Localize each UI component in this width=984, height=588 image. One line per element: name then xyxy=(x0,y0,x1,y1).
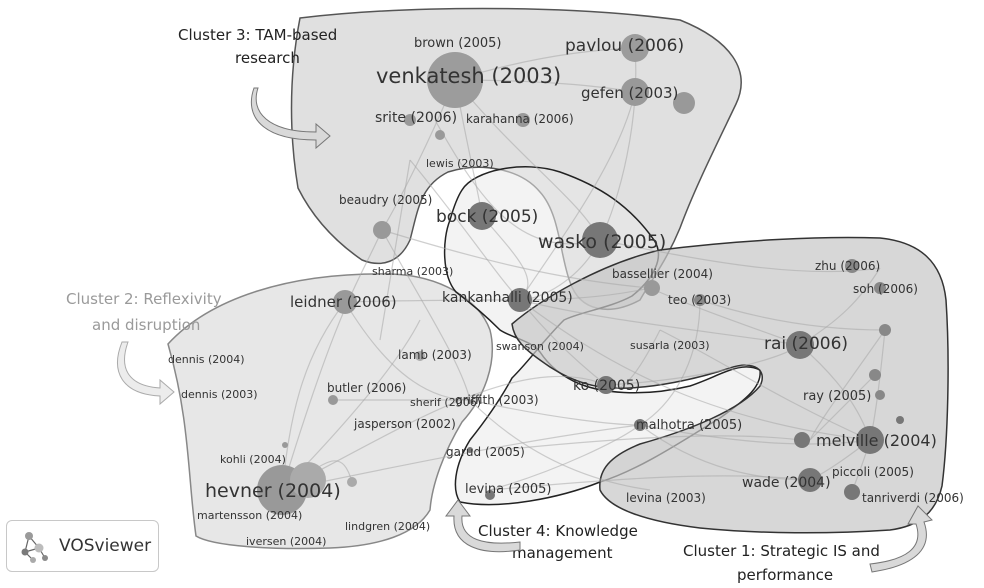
cluster-1-region xyxy=(511,236,949,534)
cluster-1-caption-line2: performance xyxy=(737,566,833,584)
node-label: levina (2003) xyxy=(626,491,706,505)
node-c1-b xyxy=(869,369,881,381)
node-bock-2005 xyxy=(468,202,496,230)
node-leidner-2006 xyxy=(333,290,357,314)
node-label: soh (2006) xyxy=(853,282,918,296)
node-labels: brown (2005) pavlou (2006) venkatesh (20… xyxy=(168,36,964,548)
node-melville-2004 xyxy=(856,426,884,454)
cluster-3-arrow xyxy=(250,87,331,150)
node-teo-2003 xyxy=(694,294,706,306)
node-label: tanriverdi (2006) xyxy=(862,491,964,505)
node-lewis-2003 xyxy=(435,130,445,140)
node-gefen-2003 xyxy=(621,78,649,106)
node-label: kohli (2004) xyxy=(220,453,286,466)
node-lindgren-2004 xyxy=(347,477,357,487)
node-label: griffith (2003) xyxy=(455,393,539,407)
cluster-2-arrow xyxy=(117,341,175,406)
node-bassellier-2004 xyxy=(644,280,660,296)
node-label: levina (2005) xyxy=(465,482,551,497)
node-label: melville (2004) xyxy=(816,431,937,450)
cluster-2-caption-line1: Cluster 2: Reflexivity xyxy=(66,290,222,308)
node-c1-c xyxy=(794,432,810,448)
node-label: pavlou (2006) xyxy=(565,36,684,56)
node-label: lamb (2003) xyxy=(398,348,472,362)
vosviewer-logo-icon xyxy=(21,532,48,563)
node-hevner-secondary xyxy=(290,462,326,498)
node-label: gefen (2003) xyxy=(581,84,678,102)
node-wasko-2005 xyxy=(582,222,618,258)
node-label: jasperson (2002) xyxy=(353,417,456,431)
cluster-pointer-arrows xyxy=(117,87,933,573)
node-c1-d xyxy=(896,416,904,424)
node-srite-2006 xyxy=(404,114,416,126)
node-label: venkatesh (2003) xyxy=(376,64,561,88)
node-lamb-2003 xyxy=(415,351,425,361)
node-kankanhalli-2005 xyxy=(508,288,532,312)
node-garud-2005 xyxy=(467,447,473,453)
cluster-4-caption-line1: Cluster 4: Knowledge xyxy=(478,522,638,540)
node-butler-2006 xyxy=(328,395,338,405)
cluster-4-caption-line2: management xyxy=(512,544,613,562)
node-label: beaudry (2005) xyxy=(339,193,432,207)
node-pavlou-2006 xyxy=(621,34,649,62)
cluster-4-arrow xyxy=(445,499,521,553)
node-label: kankanhalli (2005) xyxy=(442,290,573,306)
node-c1-a xyxy=(879,324,891,336)
node-label: piccoli (2005) xyxy=(832,465,914,479)
node-venkatesh-2003 xyxy=(427,52,483,108)
node-label: srite (2006) xyxy=(375,110,457,126)
cluster-3-caption-line1: Cluster 3: TAM-based xyxy=(178,26,337,44)
node-label: garud (2005) xyxy=(446,445,525,459)
node-karahanna-2006 xyxy=(516,113,530,127)
cluster-1-caption-line1: Cluster 1: Strategic IS and xyxy=(683,542,880,560)
node-tanriverdi-2006 xyxy=(844,484,860,500)
node-label: wasko (2005) xyxy=(538,231,666,253)
node-label: butler (2006) xyxy=(327,381,406,395)
cluster-1-arrow xyxy=(869,505,933,573)
node-label: ko (2005) xyxy=(573,378,640,394)
node-kohli-2004 xyxy=(282,442,288,448)
node-label: brown (2005) xyxy=(414,36,502,51)
node-label: dennis (2004) xyxy=(168,353,245,366)
node-malhotra-2005 xyxy=(634,419,646,431)
node-label: wade (2004) xyxy=(742,475,831,491)
node-label: malhotra (2005) xyxy=(636,418,742,433)
node-label: karahanna (2006) xyxy=(466,112,574,126)
node-soh-2006 xyxy=(874,282,886,294)
node-label: bock (2005) xyxy=(436,207,538,227)
node-label: teo (2003) xyxy=(668,293,731,307)
node-ko-2005 xyxy=(597,376,615,394)
node-levina-2005 xyxy=(485,490,495,500)
node-zhu-2006 xyxy=(845,259,859,273)
node-gefen-secondary xyxy=(673,92,695,114)
node-label: leidner (2006) xyxy=(290,293,397,311)
node-label: hevner (2004) xyxy=(205,480,341,502)
node-label: swanson (2004) xyxy=(496,340,584,353)
node-label: rai (2006) xyxy=(764,334,848,354)
node-ray-2005 xyxy=(875,390,885,400)
node-label: lewis (2003) xyxy=(426,157,494,170)
network-nodes xyxy=(257,34,904,515)
cluster-3-caption-line2: research xyxy=(235,49,300,67)
node-label: ray (2005) xyxy=(803,389,871,404)
cluster-2-caption-line2: and disruption xyxy=(92,316,200,334)
node-label: dennis (2003) xyxy=(181,388,258,401)
cluster-2-region xyxy=(167,273,494,550)
node-label: susarla (2003) xyxy=(630,339,710,352)
vosviewer-logo-text: VOSviewer xyxy=(59,536,152,556)
cluster-captions: Cluster 3: TAM-based research Cluster 2:… xyxy=(66,26,880,584)
node-wade-2004 xyxy=(798,468,822,492)
node-label: zhu (2006) xyxy=(815,259,880,273)
node-label: iversen (2004) xyxy=(246,535,326,548)
node-label: sherif (2006) xyxy=(410,396,481,409)
node-label: sharma (2003) xyxy=(372,265,453,278)
node-beaudry-2005 xyxy=(373,221,391,239)
vosviewer-logo: VOSviewer xyxy=(6,520,159,572)
node-label: lindgren (2004) xyxy=(345,520,430,533)
node-label: martensson (2004) xyxy=(197,509,302,522)
node-label: bassellier (2004) xyxy=(612,267,713,281)
node-rai-2006 xyxy=(786,331,814,359)
